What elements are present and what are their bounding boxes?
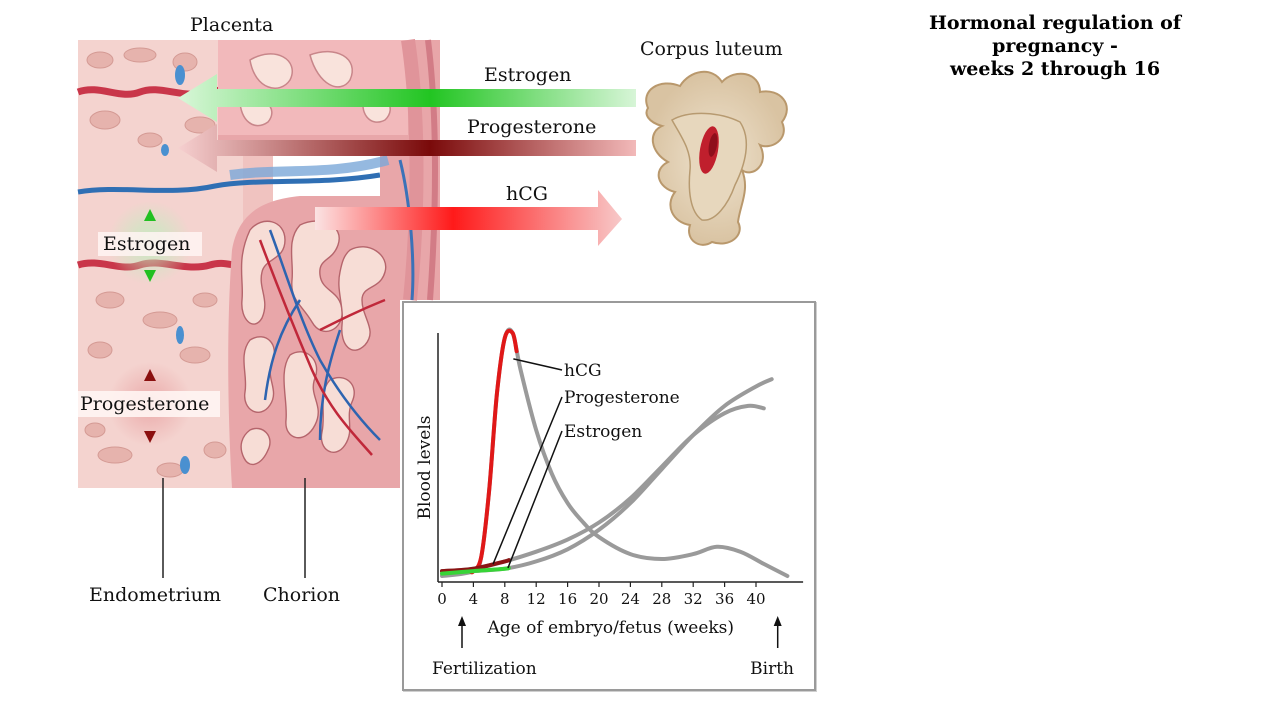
placenta-label: Placenta xyxy=(190,14,274,36)
x-tick-label-8: 8 xyxy=(500,590,510,608)
x-tick-label-24: 24 xyxy=(621,590,640,608)
birth-arrow-head xyxy=(773,616,782,626)
title-line-1: Hormonal regulation of xyxy=(928,12,1182,34)
fertilization-label: Fertilization xyxy=(432,659,537,679)
hcg-arrow xyxy=(315,190,622,246)
series-label-hcg: hCG xyxy=(564,361,602,381)
endometrium-label: Endometrium xyxy=(89,584,222,606)
hcg-arrow-label: hCG xyxy=(506,183,548,205)
x-tick-label-36: 36 xyxy=(715,590,734,608)
estrogen-arrow xyxy=(178,74,636,122)
progesterone-arrow-label: Progesterone xyxy=(467,116,597,138)
title-line-3: weeks 2 through 16 xyxy=(949,58,1161,80)
chorion-label: Chorion xyxy=(263,584,341,606)
fertilization-arrow-head xyxy=(458,616,466,626)
series-label-progesterone: Progesterone xyxy=(564,388,680,408)
x-tick-label-0: 0 xyxy=(437,590,447,608)
x-tick-label-32: 32 xyxy=(684,590,703,608)
corpus-luteum-label: Corpus luteum xyxy=(640,38,783,60)
estrogen-leader xyxy=(507,430,563,569)
hcg-leader xyxy=(513,358,563,371)
series-highlight-estrogen xyxy=(440,565,511,576)
series-label-estrogen: Estrogen xyxy=(564,422,642,442)
series-highlight-progesterone xyxy=(440,558,511,574)
x-tick-label-16: 16 xyxy=(558,590,577,608)
birth-label: Birth xyxy=(750,659,794,679)
tissue-estrogen-label: Estrogen xyxy=(103,233,191,255)
progesterone-leader xyxy=(492,396,563,565)
x-tick-label-20: 20 xyxy=(589,590,608,608)
tissue-progesterone-label: Progesterone xyxy=(80,393,210,415)
estrogen-arrow-label: Estrogen xyxy=(484,64,572,86)
x-tick-label-4: 4 xyxy=(469,590,479,608)
corpus-luteum xyxy=(645,71,788,246)
series-highlight-hcg xyxy=(468,328,519,575)
x-tick-label-28: 28 xyxy=(652,590,671,608)
progesterone-arrow xyxy=(178,124,636,172)
x-tick-label-40: 40 xyxy=(746,590,765,608)
x-axis-label: Age of embryo/fetus (weeks) xyxy=(487,618,735,638)
y-axis-label: Blood levels xyxy=(415,415,435,519)
page-title: Hormonal regulation of pregnancy - weeks… xyxy=(905,12,1205,81)
x-tick-label-12: 12 xyxy=(527,590,546,608)
title-line-2: pregnancy - xyxy=(992,35,1118,57)
